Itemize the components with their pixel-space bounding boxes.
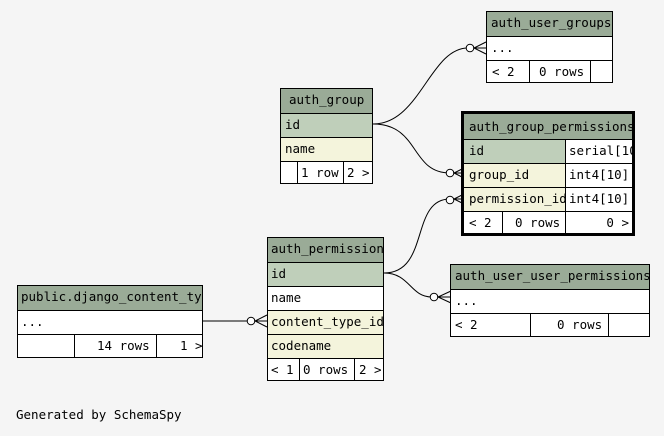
children-count: 2 > — [359, 362, 382, 377]
table-auth-group[interactable]: auth_group id name 1 row 2 > — [280, 88, 373, 184]
table-row: id — [268, 262, 383, 286]
table-header[interactable]: auth_permission — [268, 238, 383, 262]
children-count: 1 > — [180, 338, 202, 353]
table-footer: < 2 0 rows — [451, 313, 649, 336]
table-row: name — [281, 137, 372, 161]
table-footer: < 2 0 rows — [487, 60, 612, 82]
table-header[interactable]: public.django_content_type — [18, 286, 202, 310]
parents-count: < 2 — [469, 215, 492, 230]
table-row: name — [268, 286, 383, 310]
table-row: codename — [268, 334, 383, 358]
table-name: public.django_content_type — [21, 289, 202, 304]
table-row: ... — [18, 310, 202, 334]
column-name: id — [271, 266, 287, 281]
column-name: codename — [271, 338, 332, 353]
table-footer: < 2 0 rows 0 > — [464, 211, 632, 233]
column-name: id — [285, 117, 301, 132]
generated-by-label: Generated by SchemaSpy — [16, 407, 182, 422]
column-name: id — [469, 143, 485, 158]
table-header[interactable]: auth_user_user_permissions — [451, 265, 649, 289]
column-name: name — [285, 141, 316, 156]
column-name: ... — [21, 314, 44, 329]
edge-permission-to-user-user-permissions — [383, 272, 433, 298]
children-count: 0 > — [606, 215, 629, 230]
edge-group-to-group-permissions — [372, 123, 451, 174]
edge-group-to-user-groups — [372, 47, 469, 125]
table-row: content_type_id — [268, 310, 383, 334]
column-name: ... — [491, 40, 514, 55]
parents-count: < 2 — [492, 64, 515, 79]
table-name: auth_permission — [271, 241, 383, 256]
table-name: auth_user_user_permissions — [455, 268, 649, 283]
column-type: int4[10] — [569, 191, 630, 206]
table-name: auth_group — [289, 92, 365, 107]
table-footer: 1 row 2 > — [281, 161, 372, 183]
row-count: 0 rows — [557, 317, 603, 332]
column-type: serial[10] — [569, 143, 632, 158]
row-count: 0 rows — [515, 215, 561, 230]
row-count: 0 rows — [539, 64, 585, 79]
parents-count: < 2 — [455, 317, 478, 332]
table-row: ... — [487, 36, 612, 60]
table-auth-permission[interactable]: auth_permission id name content_type_id … — [267, 237, 384, 381]
row-count: 14 rows — [97, 338, 150, 353]
table-footer: < 1 0 rows 2 > — [268, 358, 383, 380]
table-name: auth_user_groups — [491, 15, 612, 30]
table-django-content-type[interactable]: public.django_content_type ... 14 rows 1… — [17, 285, 203, 358]
children-count: 2 > — [347, 165, 370, 180]
column-name: content_type_id — [271, 314, 383, 329]
table-name: auth_group_permissions — [469, 119, 632, 134]
table-auth-group-permissions[interactable]: auth_group_permissions id serial[10] gro… — [461, 111, 635, 236]
table-auth-user-user-permissions[interactable]: auth_user_user_permissions ... < 2 0 row… — [450, 264, 650, 337]
column-type: int4[10] — [569, 167, 630, 182]
table-row: ... — [451, 289, 649, 313]
table-header[interactable]: auth_group — [281, 89, 372, 113]
column-name: permission_id — [469, 191, 567, 206]
table-header[interactable]: auth_group_permissions — [464, 114, 632, 139]
table-header[interactable]: auth_user_groups — [487, 12, 612, 36]
table-row: id serial[10] — [464, 139, 632, 163]
column-name: name — [271, 290, 302, 305]
table-row: permission_id int4[10] — [464, 187, 632, 211]
column-name: ... — [455, 293, 478, 308]
table-row: id — [281, 113, 372, 137]
column-name: group_id — [469, 167, 530, 182]
edge-permission-to-group-permissions — [383, 198, 451, 274]
row-count: 1 row — [301, 165, 339, 180]
table-footer: 14 rows 1 > — [18, 334, 202, 357]
table-row: group_id int4[10] — [464, 163, 632, 187]
parents-count: < 1 — [271, 362, 294, 377]
table-auth-user-groups[interactable]: auth_user_groups ... < 2 0 rows — [486, 11, 613, 83]
row-count: 0 rows — [303, 362, 349, 377]
